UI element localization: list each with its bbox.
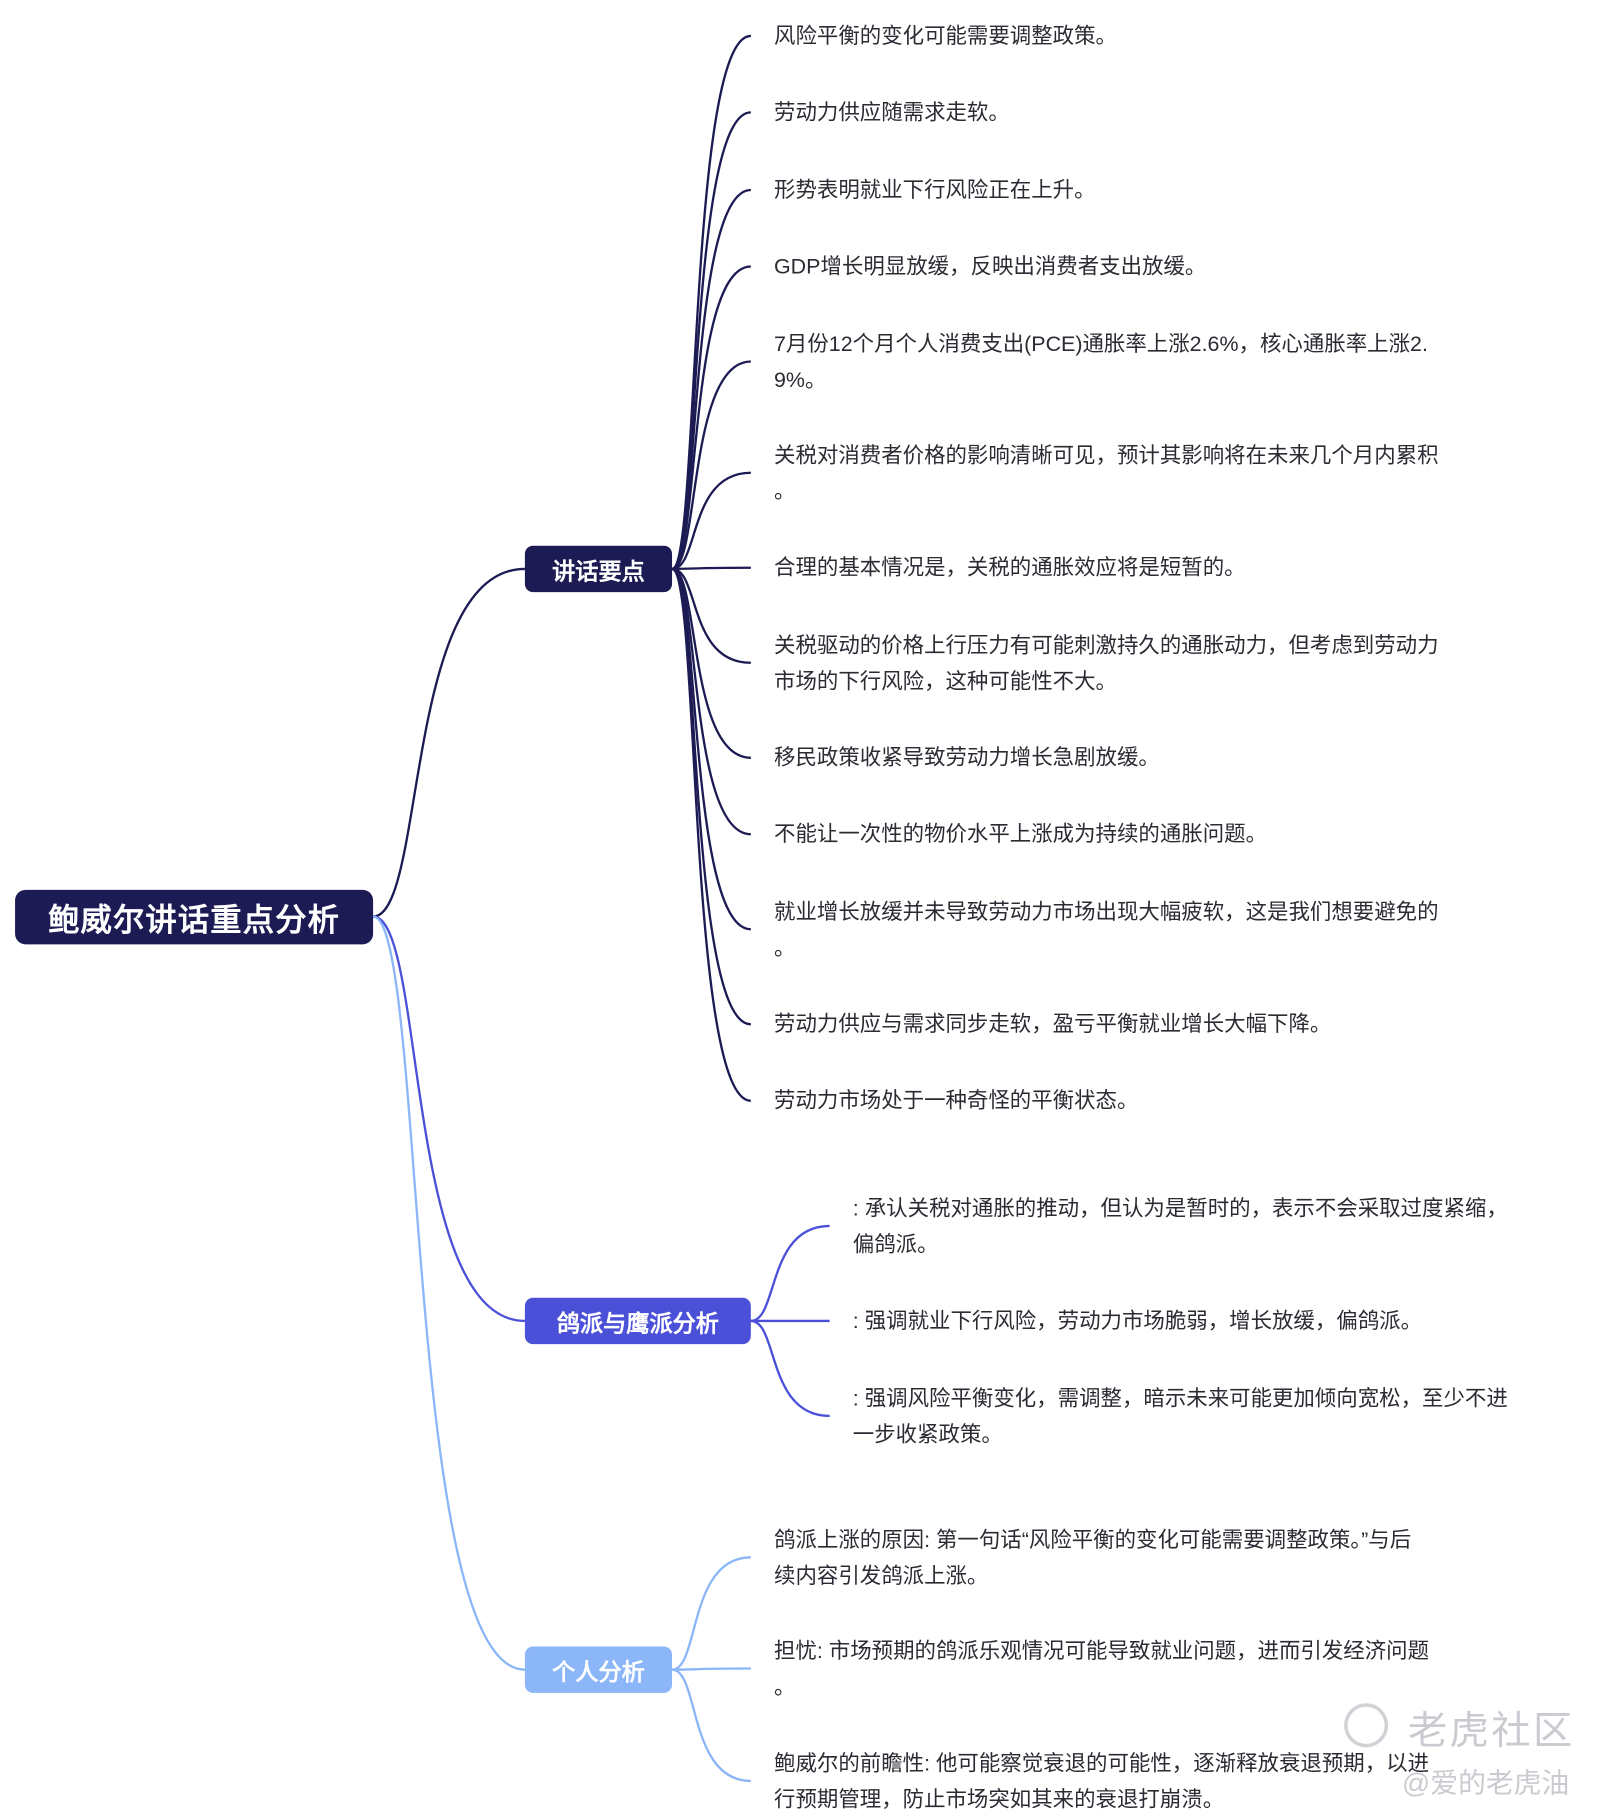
leaf-node[interactable]: 担忧: 市场预期的鸽派乐观情况可能导致就业问题，进而引发经济问题。	[774, 1634, 1429, 1705]
leaf-text-line: 就业增长放缓并未导致劳动力市场出现大幅疲软，这是我们想要避免的	[774, 899, 1439, 924]
leaf-text-line: : 承认关税对通胀的推动，但认为是暂时的，表示不会采取过度紧缩，	[852, 1195, 1508, 1221]
root-connector	[372, 915, 525, 1323]
leaf-text-line: 一步收紧政策。	[852, 1421, 1003, 1446]
watermark-logo-icon	[1344, 1703, 1389, 1748]
leaf-node[interactable]: 7月份12个月个人消费支出(PCE)通胀率上涨2.6%，核心通胀率上涨2. 9%。	[774, 327, 1428, 398]
leaf-connector	[671, 567, 751, 759]
leaf-text-line: 。	[774, 477, 796, 503]
leaf-connector	[671, 111, 751, 571]
leaf-node[interactable]: 移民政策收紧导致劳动力增长急剧放缓。	[774, 740, 1160, 775]
leaf-node[interactable]: : 强调就业下行风险，劳动力市场脆弱，增长放缓，偏鸽派。	[853, 1304, 1422, 1339]
leaf-node[interactable]: 关税对消费者价格的影响清晰可见，预计其影响将在未来几个月内累积。	[774, 438, 1439, 509]
leaf-node[interactable]: : 强调风险平衡变化，需调整，暗示未来可能更加倾向宽松，至少不进一步收紧政策。	[853, 1381, 1508, 1452]
leaf-text-line: 偏鸽派。	[852, 1231, 939, 1256]
leaf-node[interactable]: 合理的基本情况是，关税的通胀效应将是短暂的。	[774, 550, 1246, 585]
leaf-connector	[672, 566, 751, 571]
leaf-text-line: 9%。	[774, 366, 827, 392]
root-node[interactable]: 鲍威尔讲话重点分析	[15, 889, 374, 945]
leaf-text-line: 。	[774, 1673, 796, 1699]
leaf-text-line: 形势表明就业下行风险正在上升。	[774, 177, 1096, 202]
leaf-text-line: 合理的基本情况是，关税的通胀效应将是短暂的。	[774, 555, 1246, 580]
leaf-text-line: 鲍威尔的前瞻性: 他可能察觉衰退的可能性，逐渐释放衰退预期，以进	[774, 1750, 1430, 1776]
leaf-text-line: 关税对消费者价格的影响清晰可见，预计其影响将在未来几个月内累积	[774, 442, 1439, 467]
leaf-connector	[670, 567, 752, 1102]
leaf-text-line: 不能让一次性的物价水平上涨成为持续的通胀问题。	[774, 821, 1268, 846]
leaf-node[interactable]: 不能让一次性的物价水平上涨成为持续的通胀问题。	[774, 817, 1267, 852]
leaf-node[interactable]: : 承认关税对通胀的推动，但认为是暂时的，表示不会采取过度紧缩， 偏鸽派。	[853, 1191, 1508, 1262]
leaf-connector	[671, 567, 751, 1026]
leaf-connector	[670, 34, 752, 571]
leaf-text-line: 7月份12个月个人消费支出(PCE)通胀率上涨2.6%，核心通胀率上涨2.	[774, 331, 1428, 356]
leaf-text-line: 移民政策收紧导致劳动力增长急剧放缓。	[774, 745, 1160, 770]
branch-node[interactable]: 讲话要点	[524, 545, 673, 593]
leaf-text-line: 劳动力市场处于一种奇怪的平衡状态。	[774, 1088, 1139, 1113]
leaf-text-line: : 强调风险平衡变化，需调整，暗示未来可能更加倾向宽松，至少不进	[852, 1385, 1508, 1411]
leaf-node[interactable]: 劳动力市场处于一种奇怪的平衡状态。	[774, 1083, 1138, 1118]
leaf-node[interactable]: 关税驱动的价格上行压力有可能刺激持久的通胀动力，但考虑到劳动力市场的下行风险，这…	[774, 628, 1439, 699]
leaf-node[interactable]: 形势表明就业下行风险正在上升。	[774, 173, 1096, 208]
leaf-text-line: 鸽派上涨的原因: 第一句话“风险平衡的变化可能需要调整政策。”与后	[774, 1527, 1412, 1552]
leaf-node[interactable]: 劳动力供应与需求同步走软，盈亏平衡就业增长大幅下降。	[774, 1007, 1331, 1042]
leaf-connector	[671, 1668, 751, 1783]
leaf-node[interactable]: 就业增长放缓并未导致劳动力市场出现大幅疲软，这是我们想要避免的。	[774, 895, 1439, 966]
leaf-text-line: 关税驱动的价格上行压力有可能刺激持久的通胀动力，但考虑到劳动力	[774, 632, 1439, 657]
leaf-text-line: 担忧: 市场预期的鸽派乐观情况可能导致就业问题，进而引发经济问题	[774, 1638, 1430, 1663]
leaf-connector	[750, 1224, 830, 1323]
branch-node[interactable]: 鸽派与鹰派分析	[524, 1297, 751, 1345]
leaf-node[interactable]: 风险平衡的变化可能需要调整政策。	[774, 19, 1117, 54]
leaf-connector	[671, 471, 751, 571]
leaf-text-line: GDP增长明显放缓，反映出消费者支出放缓。	[774, 253, 1207, 279]
leaf-connector	[671, 265, 751, 571]
root-connector	[372, 567, 525, 918]
leaf-connector	[671, 567, 751, 664]
leaf-text-line: 续内容引发鸽派上涨。	[774, 1562, 989, 1587]
leaf-node[interactable]: 鸽派上涨的原因: 第一句话“风险平衡的变化可能需要调整政策。”与后续内容引发鸽派…	[774, 1523, 1411, 1594]
leaf-node[interactable]: 劳动力供应随需求走软。	[774, 95, 1010, 130]
watermark-brand: 老虎社区	[1407, 1709, 1575, 1754]
leaf-text-line: 风险平衡的变化可能需要调整政策。	[774, 23, 1118, 48]
watermark-user: @爱的老虎油	[1402, 1768, 1570, 1800]
leaf-node[interactable]: 鲍威尔的前瞻性: 他可能察觉衰退的可能性，逐渐释放衰退预期，以进行预期管理，防止…	[774, 1746, 1429, 1817]
root-connector	[372, 915, 525, 1671]
leaf-connector	[671, 360, 751, 571]
leaf-connector	[671, 1556, 751, 1671]
leaf-text-line: 劳动力供应与需求同步走软，盈亏平衡就业增长大幅下降。	[774, 1011, 1332, 1036]
leaf-text-line: 市场的下行风险，这种可能性不大。	[774, 667, 1118, 693]
leaf-node[interactable]: GDP增长明显放缓，反映出消费者支出放缓。	[774, 249, 1206, 284]
leaf-connector	[750, 1319, 830, 1418]
leaf-connector	[672, 1667, 751, 1671]
branch-node[interactable]: 个人分析	[524, 1646, 673, 1693]
leaf-text-line: 行预期管理，防止市场突如其来的衰退打崩溃。	[774, 1786, 1225, 1811]
leaf-text-line: : 强调就业下行风险，劳动力市场脆弱，增长放缓，偏鸽派。	[852, 1308, 1423, 1333]
leaf-text-line: 。	[774, 934, 796, 959]
leaf-text-line: 劳动力供应随需求走软。	[774, 99, 1010, 124]
